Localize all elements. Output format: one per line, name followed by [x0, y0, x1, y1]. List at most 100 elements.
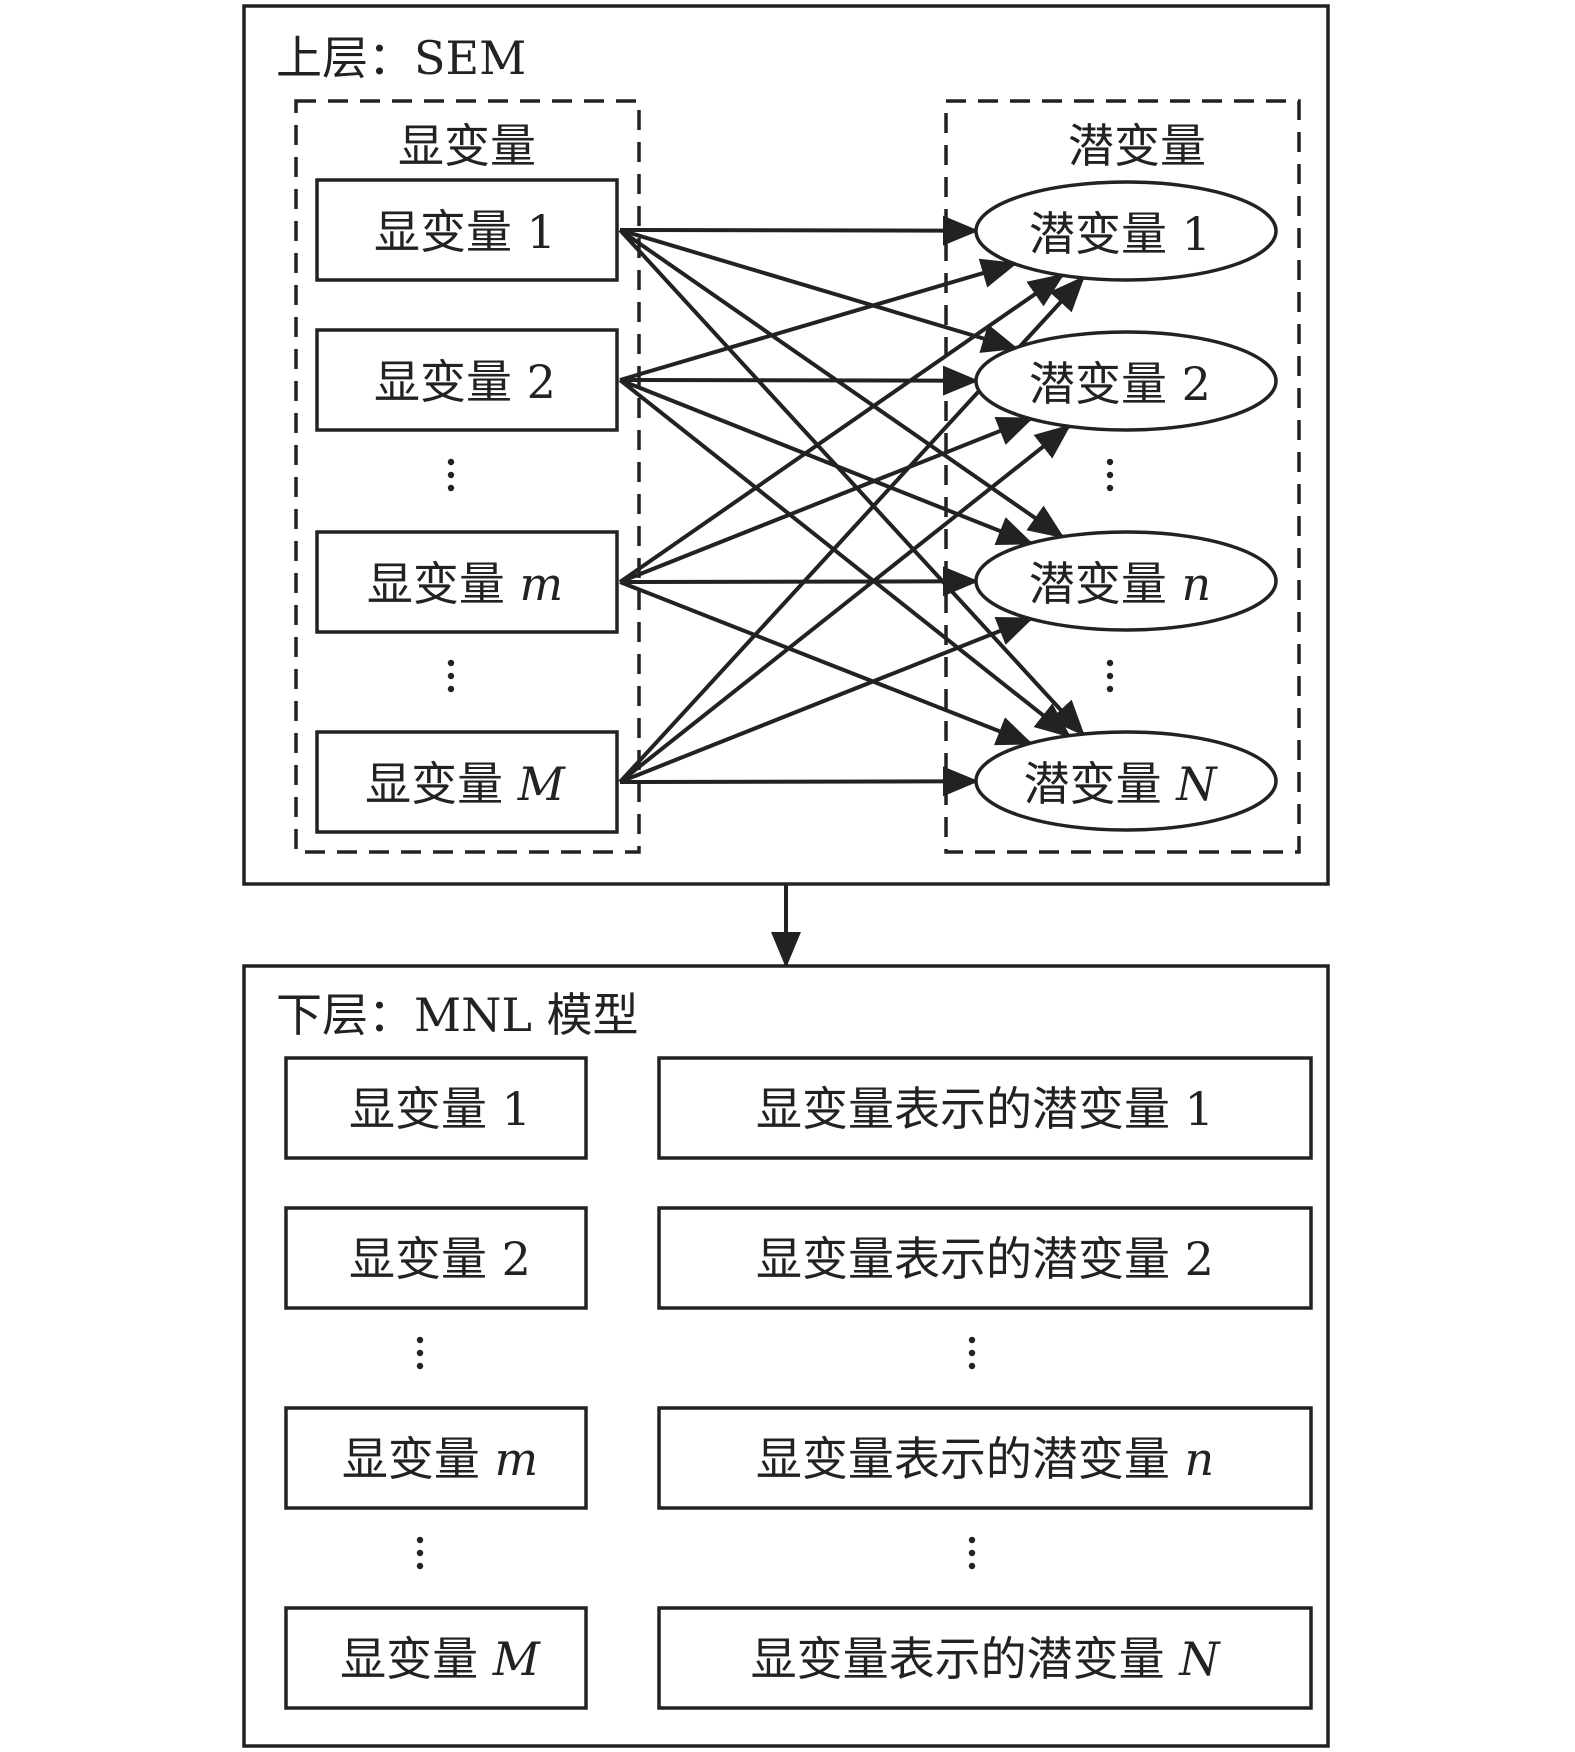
lower-observed-label-M-suffix: M: [492, 1632, 542, 1686]
lower-latent-label-N-base: 显变量表示的潜变量: [751, 1632, 1165, 1686]
edge-observed-1-to-latent-n: [618, 228, 1065, 539]
latent-ellipse-N: [974, 730, 1278, 832]
edge-observed-1-to-latent-1: [619, 215, 979, 246]
lower-latent-label-2-base: 显变量表示的潜变量: [756, 1232, 1170, 1286]
lower-latent-label-2-suffix: 2: [1185, 1232, 1214, 1286]
observed-box-2: 显变量 2: [315, 328, 619, 432]
lower-latent-box-n: 显变量表示的潜变量 n: [657, 1406, 1313, 1510]
edge-observed-1-to-latent-2: [619, 228, 1019, 353]
observed-label-m-base: 显变量: [367, 557, 505, 611]
lower-latent-box-1-frame: [657, 1056, 1313, 1160]
latent-node-n: 潜变量 n: [974, 530, 1278, 632]
observed-label-2-base: 显变量: [374, 355, 512, 409]
latent-label-1-suffix: 1: [1182, 207, 1211, 261]
lower-observed-label-M-base: 显变量: [340, 1632, 478, 1686]
upper-title: 上层：SEM: [276, 31, 526, 85]
lower-latent-box-2-frame: [657, 1206, 1313, 1310]
observed-label-M: 显变量 M: [365, 757, 567, 811]
latent-group-label: 潜变量: [1068, 119, 1206, 173]
edge-observed-M-to-latent-2: [618, 424, 1072, 784]
lower-observed-box-2-frame: [284, 1206, 588, 1310]
lower-observed-box-m-frame: [284, 1406, 588, 1510]
edge-observed-M-to-latent-n: [619, 616, 1034, 784]
ellipsis-lower-left-1: [416, 1336, 424, 1370]
lower-observed-label-m-base: 显变量: [342, 1432, 480, 1486]
latent-label-n: 潜变量 n: [1029, 557, 1211, 611]
latent-group: [944, 99, 1301, 854]
observed-box-1: 显变量 1: [315, 178, 619, 282]
ellipsis-latent-2: [1106, 659, 1114, 693]
edge-observed-m-to-latent-n: [619, 566, 979, 597]
observed-label-m-suffix: m: [520, 557, 564, 611]
latent-label-2-base: 潜变量: [1029, 357, 1167, 411]
edge-observed-1-to-latent-N: [618, 228, 1085, 737]
latent-label-N-suffix: N: [1175, 757, 1218, 811]
lower-observed-box-M: 显变量 M: [284, 1606, 588, 1710]
observed-label-2-suffix: 2: [527, 355, 556, 409]
ellipsis-lower-right-1: [968, 1336, 976, 1370]
latent-label-1-base: 潜变量: [1029, 207, 1167, 261]
latent-node-1: 潜变量 1: [974, 180, 1278, 282]
latent-label-1: 潜变量 1: [1029, 207, 1211, 261]
lower-latent-box-N: 显变量表示的潜变量 N: [657, 1606, 1313, 1710]
edge-observed-2-to-latent-N: [618, 378, 1072, 738]
lower-observed-label-2: 显变量 2: [349, 1232, 531, 1286]
lower-latent-box-2: 显变量表示的潜变量 2: [657, 1206, 1313, 1310]
observed-box-m: 显变量 m: [315, 530, 619, 634]
lower-observed-label-1-suffix: 1: [502, 1082, 531, 1136]
lower-latent-label-1-base: 显变量表示的潜变量: [756, 1082, 1170, 1136]
ellipsis-lower-right-2: [968, 1536, 976, 1570]
observed-box-1-frame: [315, 178, 619, 282]
observed-group: [294, 99, 641, 854]
edge-observed-m-to-latent-N: [619, 580, 1033, 746]
lower-observed-label-M: 显变量 M: [340, 1632, 542, 1686]
latent-label-n-base: 潜变量: [1029, 557, 1167, 611]
observed-label-1-suffix: 1: [527, 205, 556, 259]
lower-latent-box-n-frame: [657, 1406, 1313, 1510]
observed-box-m-frame: [315, 530, 619, 634]
latent-ellipse-2: [974, 330, 1278, 432]
edge-observed-M-to-latent-N: [619, 766, 979, 797]
latent-label-N: 潜变量 N: [1024, 757, 1219, 811]
latent-ellipse-1: [974, 180, 1278, 282]
edge-observed-2-to-latent-n: [619, 378, 1034, 546]
lower-observed-box-1-frame: [284, 1056, 588, 1160]
edge-observed-2-to-latent-2: [619, 365, 979, 396]
observed-label-1-base: 显变量: [374, 205, 512, 259]
latent-node-2: 潜变量 2: [974, 330, 1278, 432]
latent-label-2: 潜变量 2: [1029, 357, 1211, 411]
lower-observed-label-m-suffix: m: [495, 1432, 539, 1486]
lower-observed-box-1: 显变量 1: [284, 1056, 588, 1160]
edges: [618, 215, 1085, 797]
observed-label-2: 显变量 2: [374, 355, 556, 409]
observed-label-M-suffix: M: [517, 757, 567, 811]
ellipsis-observed-1: [447, 458, 455, 492]
lower-observed-label-2-suffix: 2: [502, 1232, 531, 1286]
lower-observed-label-1-base: 显变量: [349, 1082, 487, 1136]
ellipsis-observed-2: [447, 659, 455, 693]
observed-box-2-frame: [315, 328, 619, 432]
ellipsis-lower-left-2: [416, 1536, 424, 1570]
lower-observed-label-m: 显变量 m: [342, 1432, 538, 1486]
lower-latent-label-n-suffix: n: [1184, 1432, 1214, 1486]
lower-observed-box-m: 显变量 m: [284, 1406, 588, 1510]
lower-latent-label-n: 显变量表示的潜变量 n: [756, 1432, 1214, 1486]
lower-latent-label-2: 显变量表示的潜变量 2: [756, 1232, 1214, 1286]
edge-observed-2-to-latent-1: [619, 258, 1018, 382]
observed-label-m: 显变量 m: [367, 557, 563, 611]
observed-label-M-base: 显变量: [365, 757, 503, 811]
edge-observed-m-to-latent-1: [618, 273, 1065, 584]
edge-observed-m-to-latent-2: [619, 416, 1034, 584]
latent-ellipse-n: [974, 530, 1278, 632]
latent-label-n-suffix: n: [1181, 557, 1211, 611]
latent-label-2-suffix: 2: [1182, 357, 1211, 411]
lower-latent-box-1: 显变量表示的潜变量 1: [657, 1056, 1313, 1160]
observed-box-M: 显变量 M: [315, 730, 619, 834]
latent-node-N: 潜变量 N: [974, 730, 1278, 832]
lower-latent-label-n-base: 显变量表示的潜变量: [756, 1432, 1170, 1486]
observed-group-label: 显变量: [398, 119, 536, 173]
lower-title: 下层：MNL 模型: [276, 988, 639, 1042]
observed-box-M-frame: [315, 730, 619, 834]
lower-observed-label-2-base: 显变量: [349, 1232, 487, 1286]
